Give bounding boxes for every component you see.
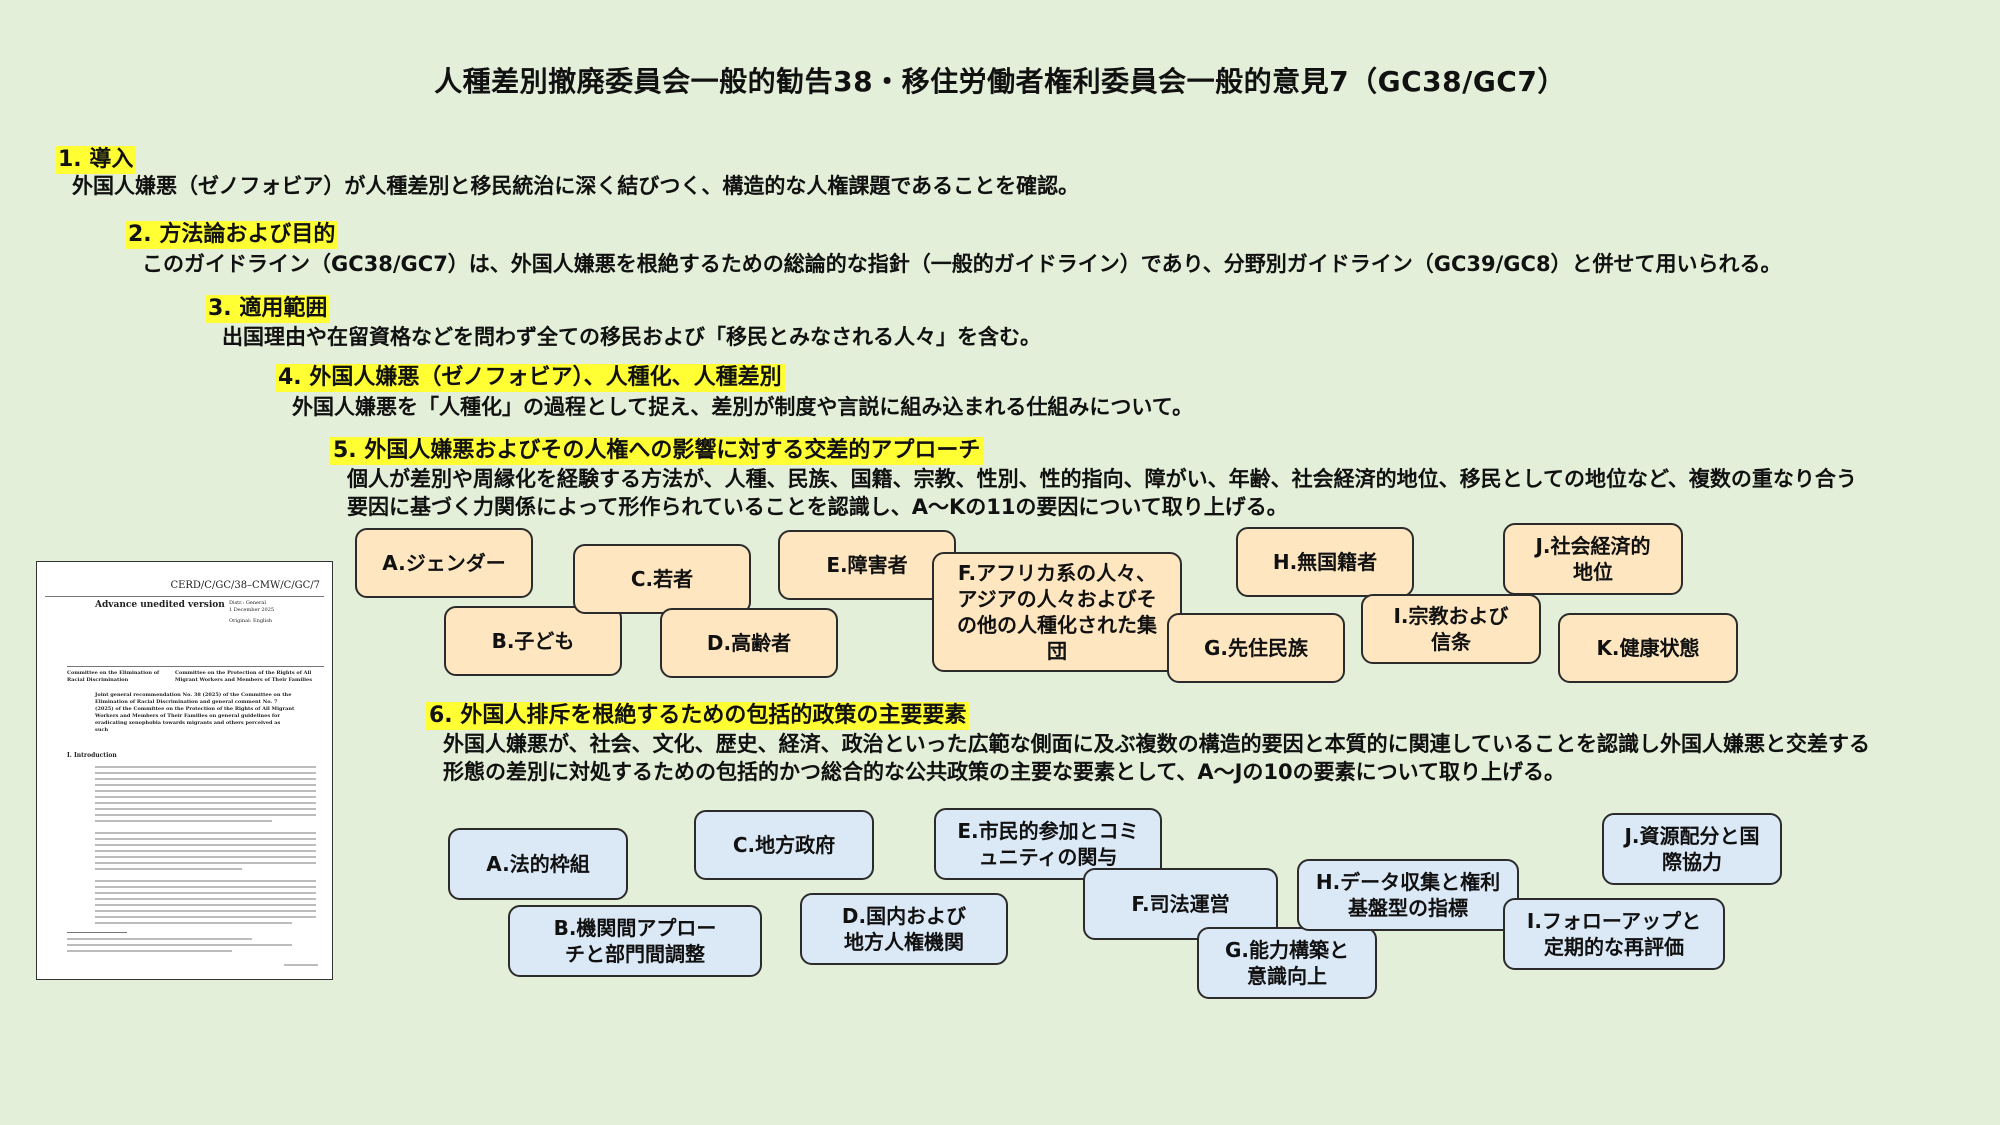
factor-box-e: E.障害者 bbox=[778, 530, 956, 600]
doc-section: I. Introduction bbox=[67, 752, 117, 759]
section-1-body: 外国人嫌悪（ゼノフォビア）が人種差別と移民統治に深く結びつく、構造的な人権課題で… bbox=[72, 174, 1080, 198]
doc-text-line bbox=[95, 856, 316, 858]
doc-text-line bbox=[95, 772, 316, 774]
element-box-g: G.能力構築と意識向上 bbox=[1197, 927, 1377, 999]
section-6-body-line-2: 形態の差別に対処するための包括的かつ総合的な公共政策の主要な要素として、A～Jの… bbox=[443, 760, 1565, 784]
element-box-j: J.資源配分と国際協力 bbox=[1602, 813, 1782, 885]
section-5-heading: 5. 外国人嫌悪およびその人権への影響に対する交差的アプローチ bbox=[330, 437, 984, 465]
doc-heading: Joint general recommendation No. 38 (202… bbox=[95, 692, 295, 733]
factor-box-h: H.無国籍者 bbox=[1236, 527, 1414, 597]
doc-footnote-rule bbox=[67, 932, 127, 933]
doc-meta-3: Original: English bbox=[229, 618, 273, 624]
section-6-heading: 6. 外国人排斥を根絶するための包括的政策の主要要素 bbox=[426, 702, 970, 730]
doc-committee-right: Committee on the Protection of the Right… bbox=[175, 670, 313, 683]
doc-text-line bbox=[95, 808, 316, 810]
doc-footnote-line bbox=[67, 938, 252, 940]
doc-text-line bbox=[95, 886, 316, 888]
element-box-a: A.法的枠組 bbox=[448, 828, 628, 900]
element-box-b: B.機関間アプローチと部門間調整 bbox=[508, 905, 762, 977]
doc-text-line bbox=[95, 880, 316, 882]
doc-text-line bbox=[95, 892, 316, 894]
section-3-heading: 3. 適用範囲 bbox=[205, 295, 331, 323]
doc-text-line bbox=[95, 862, 316, 864]
doc-footnote-line bbox=[67, 950, 232, 952]
doc-rule-mid bbox=[67, 666, 324, 667]
document-thumbnail: CERD/C/GC/38–CMW/C/GC/7 Advance unedited… bbox=[36, 561, 333, 980]
doc-text-line bbox=[95, 898, 316, 900]
section-5-body-line-2: 要因に基づく力関係によって形作られていることを認識し、A～Kの11の要因について… bbox=[347, 495, 1288, 519]
section-3-body: 出国理由や在留資格などを問わず全ての移民および「移民とみなされる人々」を含む。 bbox=[222, 325, 1041, 349]
factor-box-d: D.高齢者 bbox=[660, 608, 838, 678]
doc-text-line bbox=[95, 838, 316, 840]
doc-text-line bbox=[95, 784, 316, 786]
factor-box-k: K.健康状態 bbox=[1558, 613, 1738, 683]
doc-rule-top bbox=[45, 596, 324, 597]
factor-box-i: I.宗教および信条 bbox=[1361, 594, 1541, 664]
factor-box-b: B.子ども bbox=[444, 606, 622, 676]
doc-text-line bbox=[95, 832, 316, 834]
doc-code: CERD/C/GC/38–CMW/C/GC/7 bbox=[170, 580, 320, 591]
section-6-body-line-1: 外国人嫌悪が、社会、文化、歴史、経済、政治といった広範な側面に及ぶ複数の構造的要… bbox=[443, 732, 1870, 756]
element-box-e: E.市民的参加とコミュニティの関与 bbox=[934, 808, 1162, 880]
doc-text-line bbox=[95, 922, 292, 924]
doc-status: Advance unedited version bbox=[95, 600, 225, 610]
doc-text-line bbox=[95, 790, 316, 792]
factor-box-g: G.先住民族 bbox=[1167, 613, 1345, 683]
doc-meta-2: 1 December 2025 bbox=[229, 607, 275, 613]
factor-box-a: A.ジェンダー bbox=[355, 528, 533, 598]
doc-footnote-line bbox=[67, 944, 292, 946]
doc-text-line bbox=[95, 868, 242, 870]
section-1-heading: 1. 導入 bbox=[55, 146, 137, 174]
element-box-c: C.地方政府 bbox=[694, 810, 874, 880]
doc-text-line bbox=[95, 802, 316, 804]
doc-text-line bbox=[95, 778, 316, 780]
element-box-d: D.国内および地方人権機関 bbox=[800, 893, 1008, 965]
doc-text-line bbox=[95, 916, 316, 918]
doc-text-line bbox=[95, 910, 316, 912]
page-title: 人種差別撤廃委員会一般的勧告38・移住労働者権利委員会一般的意見7（GC38/G… bbox=[434, 65, 1566, 98]
factor-box-f: F.アフリカ系の人々、アジアの人々およびその他の人種化された集団 bbox=[932, 552, 1182, 672]
doc-text-line bbox=[95, 904, 316, 906]
doc-text-line bbox=[95, 850, 316, 852]
element-box-h: H.データ収集と権利基盤型の指標 bbox=[1297, 859, 1519, 931]
doc-text-line bbox=[95, 820, 272, 822]
section-5-body-line-1: 個人が差別や周縁化を経験する方法が、人種、民族、国籍、宗教、性別、性的指向、障が… bbox=[347, 467, 1857, 491]
doc-footer-mark bbox=[284, 964, 318, 966]
doc-text-line bbox=[95, 814, 316, 816]
doc-text-line bbox=[95, 766, 316, 768]
doc-text-line bbox=[95, 796, 316, 798]
element-box-i: I.フォローアップと定期的な再評価 bbox=[1503, 898, 1725, 970]
section-4-body: 外国人嫌悪を「人種化」の過程として捉え、差別が制度や言説に組み込まれる仕組みにつ… bbox=[292, 395, 1194, 419]
factor-box-j: J.社会経済的地位 bbox=[1503, 523, 1683, 595]
section-2-heading: 2. 方法論および目的 bbox=[125, 221, 339, 249]
factor-box-c: C.若者 bbox=[573, 544, 751, 614]
doc-meta-1: Distr.: General bbox=[229, 600, 266, 606]
doc-text-line bbox=[95, 844, 316, 846]
section-4-heading: 4. 外国人嫌悪（ゼノフォビア）、人種化、人種差別 bbox=[275, 364, 785, 392]
section-2-body: このガイドライン（GC38/GC7）は、外国人嫌悪を根絶するための総論的な指針（… bbox=[142, 252, 1782, 276]
doc-committee-left: Committee on the Elimination of Racial D… bbox=[67, 670, 160, 683]
